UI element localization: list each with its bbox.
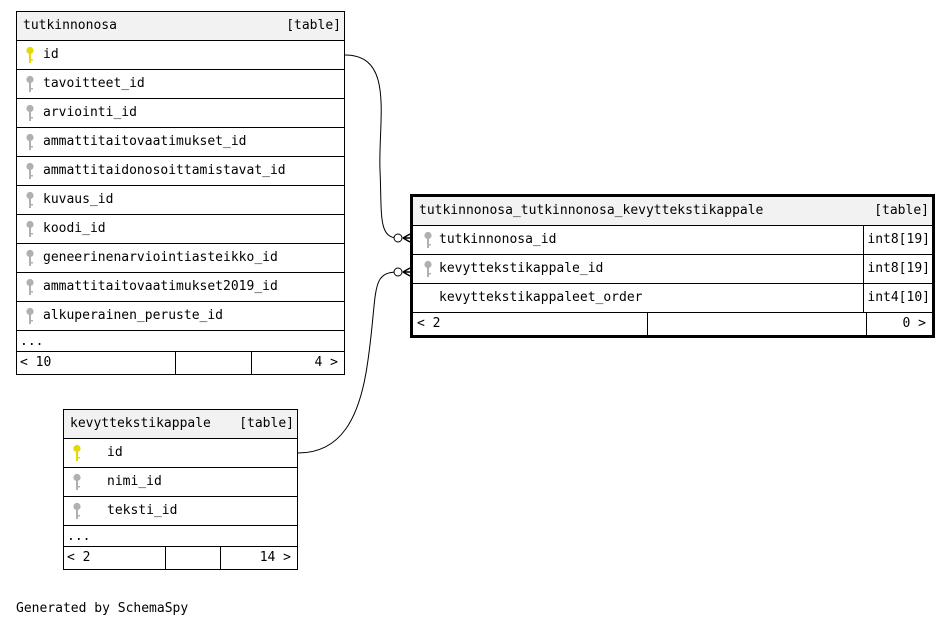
column-name: ammattitaitovaatimukset2019_id — [43, 279, 278, 294]
column-row[interactable]: teksti_id — [64, 497, 297, 526]
parents-label: < 2 — [417, 316, 441, 331]
children-cell[interactable]: 4 > — [252, 352, 344, 374]
column-row[interactable]: alkuperainen_peruste_id — [17, 302, 344, 331]
column-row[interactable]: koodi_id — [17, 215, 344, 244]
column-name: koodi_id — [43, 221, 106, 236]
parents-cell[interactable]: < 2 — [64, 547, 166, 569]
table-name: tutkinnonosa — [23, 18, 117, 33]
primary-key-icon — [25, 46, 35, 64]
column-row[interactable]: ammattitaitovaatimukset2019_id — [17, 273, 344, 302]
more-label: ... — [20, 334, 44, 349]
relation-optional-marker — [393, 233, 403, 243]
column-row[interactable]: ammattitaidonosoittamistavat_id — [17, 157, 344, 186]
foreign-key-icon — [423, 231, 433, 249]
foreign-key-icon — [25, 278, 35, 296]
children-label: 0 > — [902, 316, 926, 331]
foreign-key-icon — [25, 307, 35, 325]
table-header: tutkinnonosa_tutkinnonosa_kevyttekstikap… — [413, 197, 932, 226]
foreign-key-icon — [25, 133, 35, 151]
column-list: id nimi_id teksti_id — [64, 439, 297, 526]
foreign-key-icon — [25, 249, 35, 267]
parents-label: < 10 — [20, 355, 52, 370]
table-header: kevyttekstikappale [table] — [64, 410, 297, 439]
parents-label: < 2 — [67, 550, 91, 565]
table-header: tutkinnonosa [table] — [17, 12, 344, 41]
table-footer: < 2 0 > — [413, 313, 932, 335]
foreign-key-icon — [72, 502, 82, 520]
column-row[interactable]: tavoitteet_id — [17, 70, 344, 99]
column-row[interactable]: nimi_id — [64, 468, 297, 497]
primary-key-icon — [72, 444, 82, 462]
relation-crowfoot-marker — [402, 233, 411, 243]
column-name: id — [43, 47, 59, 62]
column-row[interactable]: ammattitaitovaatimukset_id — [17, 128, 344, 157]
foreign-key-icon — [25, 191, 35, 209]
column-name: alkuperainen_peruste_id — [43, 308, 224, 323]
column-row[interactable]: geneerinenarviointiasteikko_id — [17, 244, 344, 273]
column-row[interactable]: tutkinnonosa_id int8[19] — [413, 226, 932, 255]
column-row[interactable]: arviointi_id — [17, 99, 344, 128]
more-columns: ... — [64, 526, 297, 547]
children-cell[interactable]: 14 > — [221, 547, 297, 569]
footer-spacer — [176, 352, 252, 374]
foreign-key-icon — [72, 473, 82, 491]
parents-cell[interactable]: < 10 — [17, 352, 176, 374]
relation-crowfoot-marker — [402, 267, 411, 277]
column-row[interactable]: kuvaus_id — [17, 186, 344, 215]
column-name: teksti_id — [107, 503, 178, 518]
column-name: kuvaus_id — [43, 192, 114, 207]
column-row[interactable]: kevyttekstikappale_id int8[19] — [413, 255, 932, 284]
foreign-key-icon — [25, 162, 35, 180]
column-type: int8[19] — [863, 255, 932, 283]
column-name: tutkinnonosa_id — [439, 232, 557, 247]
footer-spacer — [648, 313, 867, 335]
relation-tutkinnonosa-id — [344, 54, 399, 239]
foreign-key-icon — [25, 220, 35, 238]
column-row[interactable]: id — [17, 41, 344, 70]
column-type: int8[19] — [863, 226, 932, 254]
foreign-key-icon — [25, 75, 35, 93]
table-footer: < 10 4 > — [17, 352, 344, 374]
column-name: ammattitaitovaatimukset_id — [43, 134, 247, 149]
footer-spacer — [166, 547, 221, 569]
table-tutkinnonosa-tutkinnonosa-kevyttekstikappale[interactable]: tutkinnonosa_tutkinnonosa_kevyttekstikap… — [410, 194, 935, 338]
column-type: int4[10] — [863, 284, 932, 312]
more-columns: ... — [17, 331, 344, 352]
more-label: ... — [67, 529, 91, 544]
children-label: 14 > — [259, 550, 291, 565]
column-name: kevyttekstikappale_id — [439, 261, 604, 276]
column-name: kevyttekstikappaleet_order — [439, 290, 643, 305]
column-list: id tavoitteet_id arviointi_id ammattitaitov… — [17, 41, 344, 331]
children-cell[interactable]: 0 > — [866, 313, 932, 335]
column-row[interactable]: id — [64, 439, 297, 468]
column-name: tavoitteet_id — [43, 76, 145, 91]
foreign-key-icon — [25, 104, 35, 122]
table-kind: [table] — [239, 416, 294, 431]
table-footer: < 2 14 > — [64, 547, 297, 569]
column-row[interactable]: kevyttekstikappaleet_order int4[10] — [413, 284, 932, 313]
column-name: id — [107, 445, 123, 460]
column-name: ammattitaidonosoittamistavat_id — [43, 163, 286, 178]
parents-cell[interactable]: < 2 — [413, 313, 648, 335]
column-name: geneerinenarviointiasteikko_id — [43, 250, 278, 265]
generated-by-credit: Generated by SchemaSpy — [16, 601, 189, 616]
table-kind: [table] — [286, 18, 341, 33]
table-name: kevyttekstikappale — [70, 416, 211, 431]
relation-optional-marker — [393, 267, 403, 277]
table-name: tutkinnonosa_tutkinnonosa_kevyttekstikap… — [419, 203, 764, 218]
relation-kevyttekstikappale-id — [297, 271, 399, 454]
table-kind: [table] — [874, 203, 929, 218]
children-label: 4 > — [314, 355, 338, 370]
foreign-key-icon — [423, 260, 433, 278]
column-name: arviointi_id — [43, 105, 137, 120]
column-name: nimi_id — [107, 474, 162, 489]
